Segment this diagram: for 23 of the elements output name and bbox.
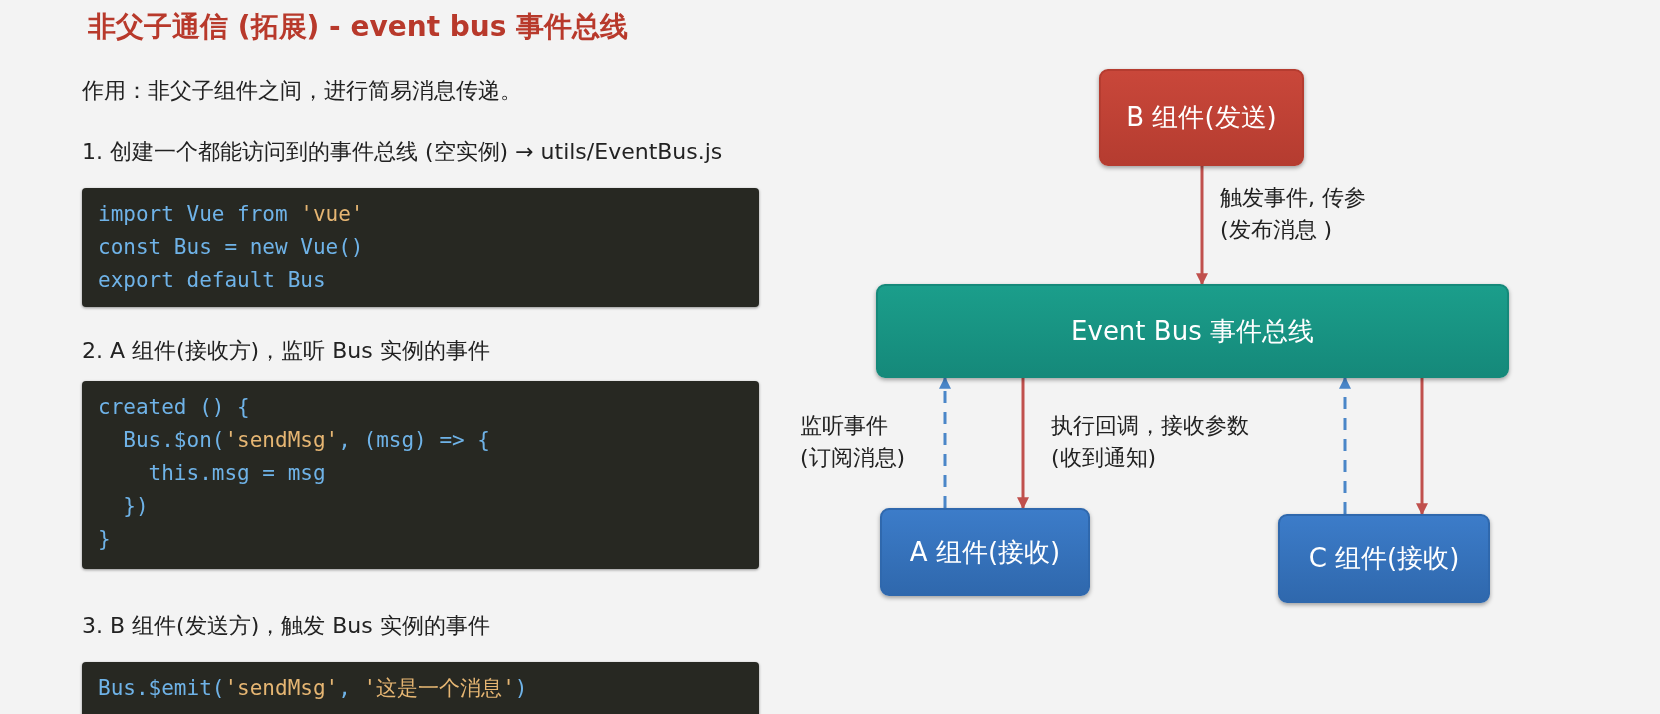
code-line: Bus.$on('sendMsg', (msg) => {	[122, 427, 490, 454]
arrow	[1196, 166, 1208, 286]
arrow	[1017, 378, 1029, 510]
text-line: 1. 创建一个都能访问到的事件总线 (空实例) → utils/EventBus.js	[82, 138, 723, 166]
text-line: 3. B 组件(发送方)，触发 Bus 实例的事件	[82, 612, 490, 640]
text-line: 2. A 组件(接收方)，监听 Bus 实例的事件	[82, 337, 490, 365]
text-line: 作用：非父子组件之间，进行简易消息传递。	[82, 77, 522, 105]
title: 非父子通信 (拓展) - event bus 事件总线	[88, 9, 629, 45]
process-box: A 组件(接收)	[880, 508, 1090, 596]
arrow	[1339, 376, 1351, 514]
code-line: import Vue from 'vue'	[98, 201, 364, 228]
arrow	[1416, 378, 1428, 516]
code-line: const Bus = new Vue()	[98, 234, 364, 261]
code-line: }	[98, 526, 111, 553]
code-line: Bus.$emit('sendMsg', '这是一个消息')	[98, 675, 528, 702]
code-line: this.msg = msg	[147, 460, 326, 487]
code-line: })	[122, 493, 149, 520]
process-box: C 组件(接收)	[1278, 514, 1490, 603]
code-line: export default Bus	[98, 267, 326, 294]
process-box: B 组件(发送)	[1099, 69, 1304, 166]
code-line: created () {	[98, 394, 250, 421]
process-box: Event Bus 事件总线	[876, 284, 1509, 378]
arrow	[939, 376, 951, 508]
